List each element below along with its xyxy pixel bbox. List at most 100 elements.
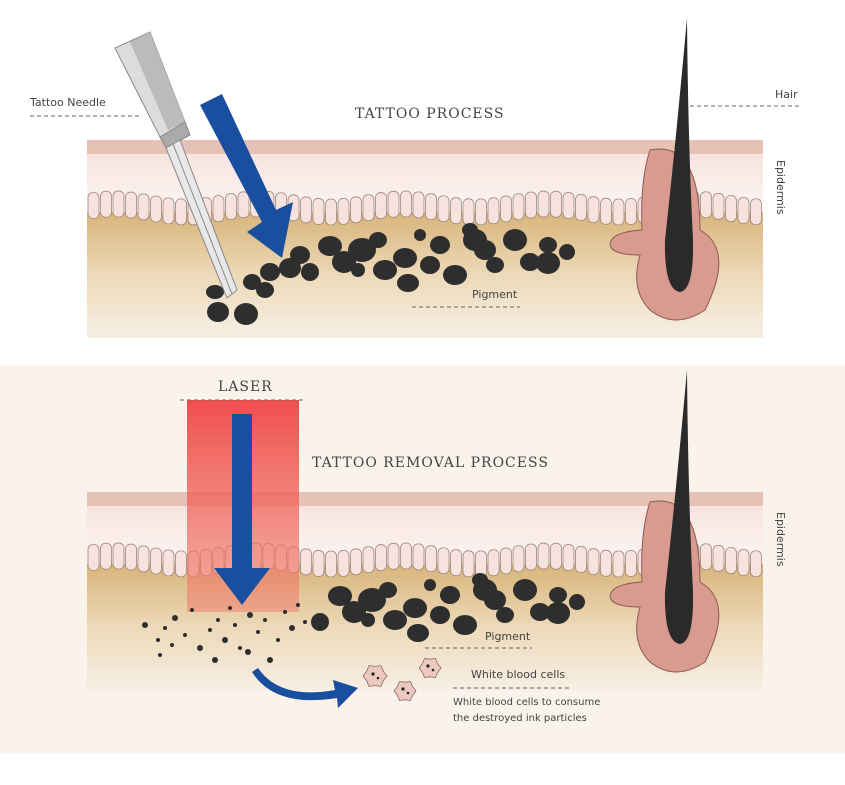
ink-fragment: [238, 646, 242, 650]
pigment-particle: [243, 274, 261, 290]
ink-fragment: [222, 637, 228, 643]
epidermal-cell: [425, 193, 437, 221]
pigment-particle: [332, 251, 356, 273]
pigment-particle: [393, 248, 417, 268]
epidermal-cell: [525, 191, 537, 219]
ink-fragment: [170, 643, 174, 647]
pigment-particle: [301, 263, 319, 281]
pigment-particle: [484, 590, 506, 610]
epidermal-cell: [325, 550, 337, 578]
epidermal-cell: [700, 191, 712, 219]
epidermal-cell: [150, 547, 162, 575]
pigment-particle: [536, 252, 560, 274]
epidermal-cell: [537, 542, 550, 570]
epidermal-cell: [350, 196, 362, 224]
pigment-particle: [407, 624, 429, 642]
epidermal-cell: [175, 198, 187, 226]
pigment-particle: [443, 265, 467, 285]
pigment-particle: [328, 586, 352, 606]
pigment-particle: [569, 594, 585, 610]
epidermal-cell: [337, 549, 350, 577]
epidermal-cell: [412, 191, 425, 219]
hair-follicle: [609, 500, 720, 673]
ink-fragment: [426, 664, 430, 668]
epidermal-cell: [312, 198, 325, 225]
ink-fragment: [172, 615, 178, 621]
epidermal-cell: [137, 193, 150, 221]
pigment-particle: [453, 615, 477, 635]
consume-arrow-icon: [252, 668, 358, 708]
laser-arrow-icon: [214, 414, 270, 605]
epidermal-cell: [475, 550, 487, 578]
epidermal-cell: [712, 544, 725, 572]
epidermal-cell: [487, 197, 500, 225]
hair-shaft: [664, 370, 694, 644]
pigment-particle: [397, 274, 419, 292]
ink-fragment: [263, 618, 267, 622]
ink-fragment: [247, 612, 253, 618]
ink-fragment: [431, 668, 435, 672]
ink-fragment: [376, 676, 380, 680]
pigment-particle: [351, 263, 365, 277]
tattoo-needle: [114, 31, 238, 299]
ink-fragment: [296, 603, 300, 607]
ink-fragment: [183, 633, 187, 637]
laser-label: LASER: [218, 379, 273, 395]
pigment-particle: [530, 603, 550, 621]
white-blood-cell: [393, 681, 417, 701]
pigment-particle: [373, 260, 397, 280]
pigment-particle: [472, 573, 488, 587]
pigment-particle: [383, 610, 407, 630]
epidermal-cell: [500, 195, 512, 223]
epidermal-cell: [737, 549, 750, 576]
pigment-particle: [256, 282, 274, 298]
epidermal-cell: [387, 542, 400, 570]
ink-fragment: [228, 606, 232, 610]
epidermal-cell: [537, 190, 550, 218]
epidermal-cell: [112, 542, 125, 570]
ink-fragment: [208, 628, 212, 632]
ink-fragment: [256, 630, 260, 634]
epidermal-cell: [112, 190, 125, 218]
epidermal-cell: [212, 195, 225, 223]
epidermal-cell: [300, 548, 312, 576]
white-blood-cell: [362, 665, 388, 687]
needle-label: Tattoo Needle: [29, 96, 106, 109]
pigment-particle: [513, 579, 537, 601]
epidermal-cell: [162, 197, 175, 225]
epidermal-cell: [175, 550, 187, 578]
pigment-particle: [348, 238, 376, 262]
epidermal-cell: [300, 196, 312, 224]
epidermal-cell: [625, 198, 637, 225]
epidermal-cell: [725, 195, 737, 222]
epidermal-cell: [450, 197, 462, 225]
ink-fragment: [406, 691, 410, 695]
ink-fragment: [190, 608, 194, 612]
wbc-note-line2: the destroyed ink particles: [453, 713, 587, 724]
hair-shaft: [664, 18, 694, 292]
epidermal-cell: [612, 550, 625, 578]
epidermal-cell: [600, 549, 612, 577]
pigment-particle: [414, 229, 426, 241]
ink-fragment: [216, 618, 220, 622]
epidermal-cell: [600, 197, 612, 225]
epidermal-cell: [100, 542, 112, 570]
pigment-particle: [520, 253, 540, 271]
epidermal-cell: [375, 192, 387, 220]
destroyed-ink-fragments: [142, 573, 585, 663]
epidermal-cell: [137, 545, 150, 573]
hair-follicle: [609, 148, 720, 321]
epidermal-cell: [562, 192, 575, 219]
ink-fragment: [289, 625, 295, 631]
pigment-particle: [207, 302, 229, 322]
epidermal-cell: [512, 193, 525, 221]
wbc-note-line1: White blood cells to consume: [453, 697, 600, 708]
epidermal-cell: [625, 550, 637, 577]
epidermal-cell: [87, 544, 100, 571]
pigment-particle: [424, 579, 436, 591]
epidermal-cell: [125, 191, 137, 219]
epidermal-cell: [400, 542, 412, 570]
epidermal-cell: [350, 548, 362, 576]
pigment-particle: [430, 236, 450, 254]
